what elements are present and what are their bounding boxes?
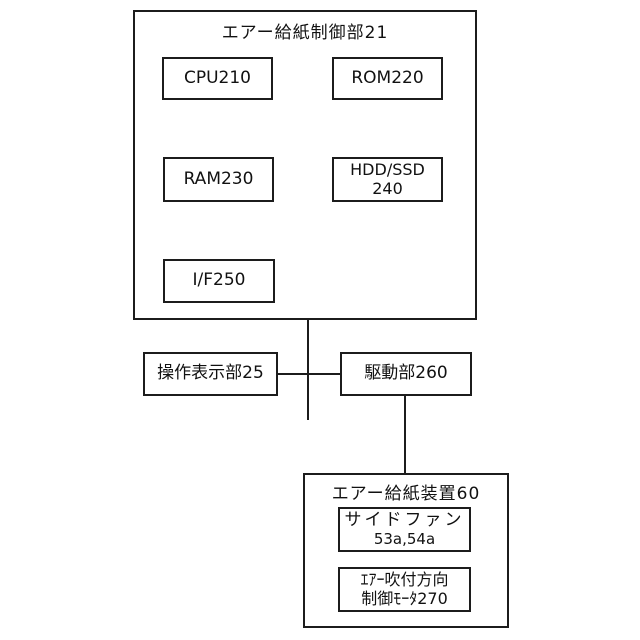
side-fan-label-line2: 53a,54a [373,529,436,548]
blow-direction-motor-block: ｴｱｰ吹付方向 制御ﾓｰﾀ270 [338,567,471,612]
cpu-block: CPU210 [162,57,273,100]
ram-block: RAM230 [163,157,274,202]
drive-unit-block: 駆動部260 [340,352,472,396]
if-block: I/F250 [163,259,275,303]
hdd-ssd-block: HDD/SSD 240 [332,157,443,202]
rom-label: ROM220 [351,67,424,88]
motor-label-line1: ｴｱｰ吹付方向 [360,570,449,590]
hdd-ssd-label-line1: HDD/SSD [350,160,425,180]
cpu-label: CPU210 [183,67,251,88]
side-fan-block: サイドファン 53a,54a [338,507,471,552]
connector-drive-feeddevice [404,396,406,474]
operation-display-label: 操作表示部25 [157,363,264,384]
side-fan-label-line1: サイドファン [344,510,465,531]
control-unit-title: エアー給紙制御部21 [221,23,389,43]
drive-unit-label: 駆動部260 [364,363,448,384]
feed-device-title: エアー給紙装置60 [331,484,481,504]
if-label: I/F250 [192,270,246,291]
rom-block: ROM220 [332,57,443,100]
motor-label-line2: 制御ﾓｰﾀ270 [361,588,448,608]
hdd-ssd-label-line2: 240 [372,178,403,198]
operation-display-block: 操作表示部25 [143,352,278,396]
ram-label: RAM230 [183,168,254,189]
connector-opdisplay-drive [278,373,340,375]
